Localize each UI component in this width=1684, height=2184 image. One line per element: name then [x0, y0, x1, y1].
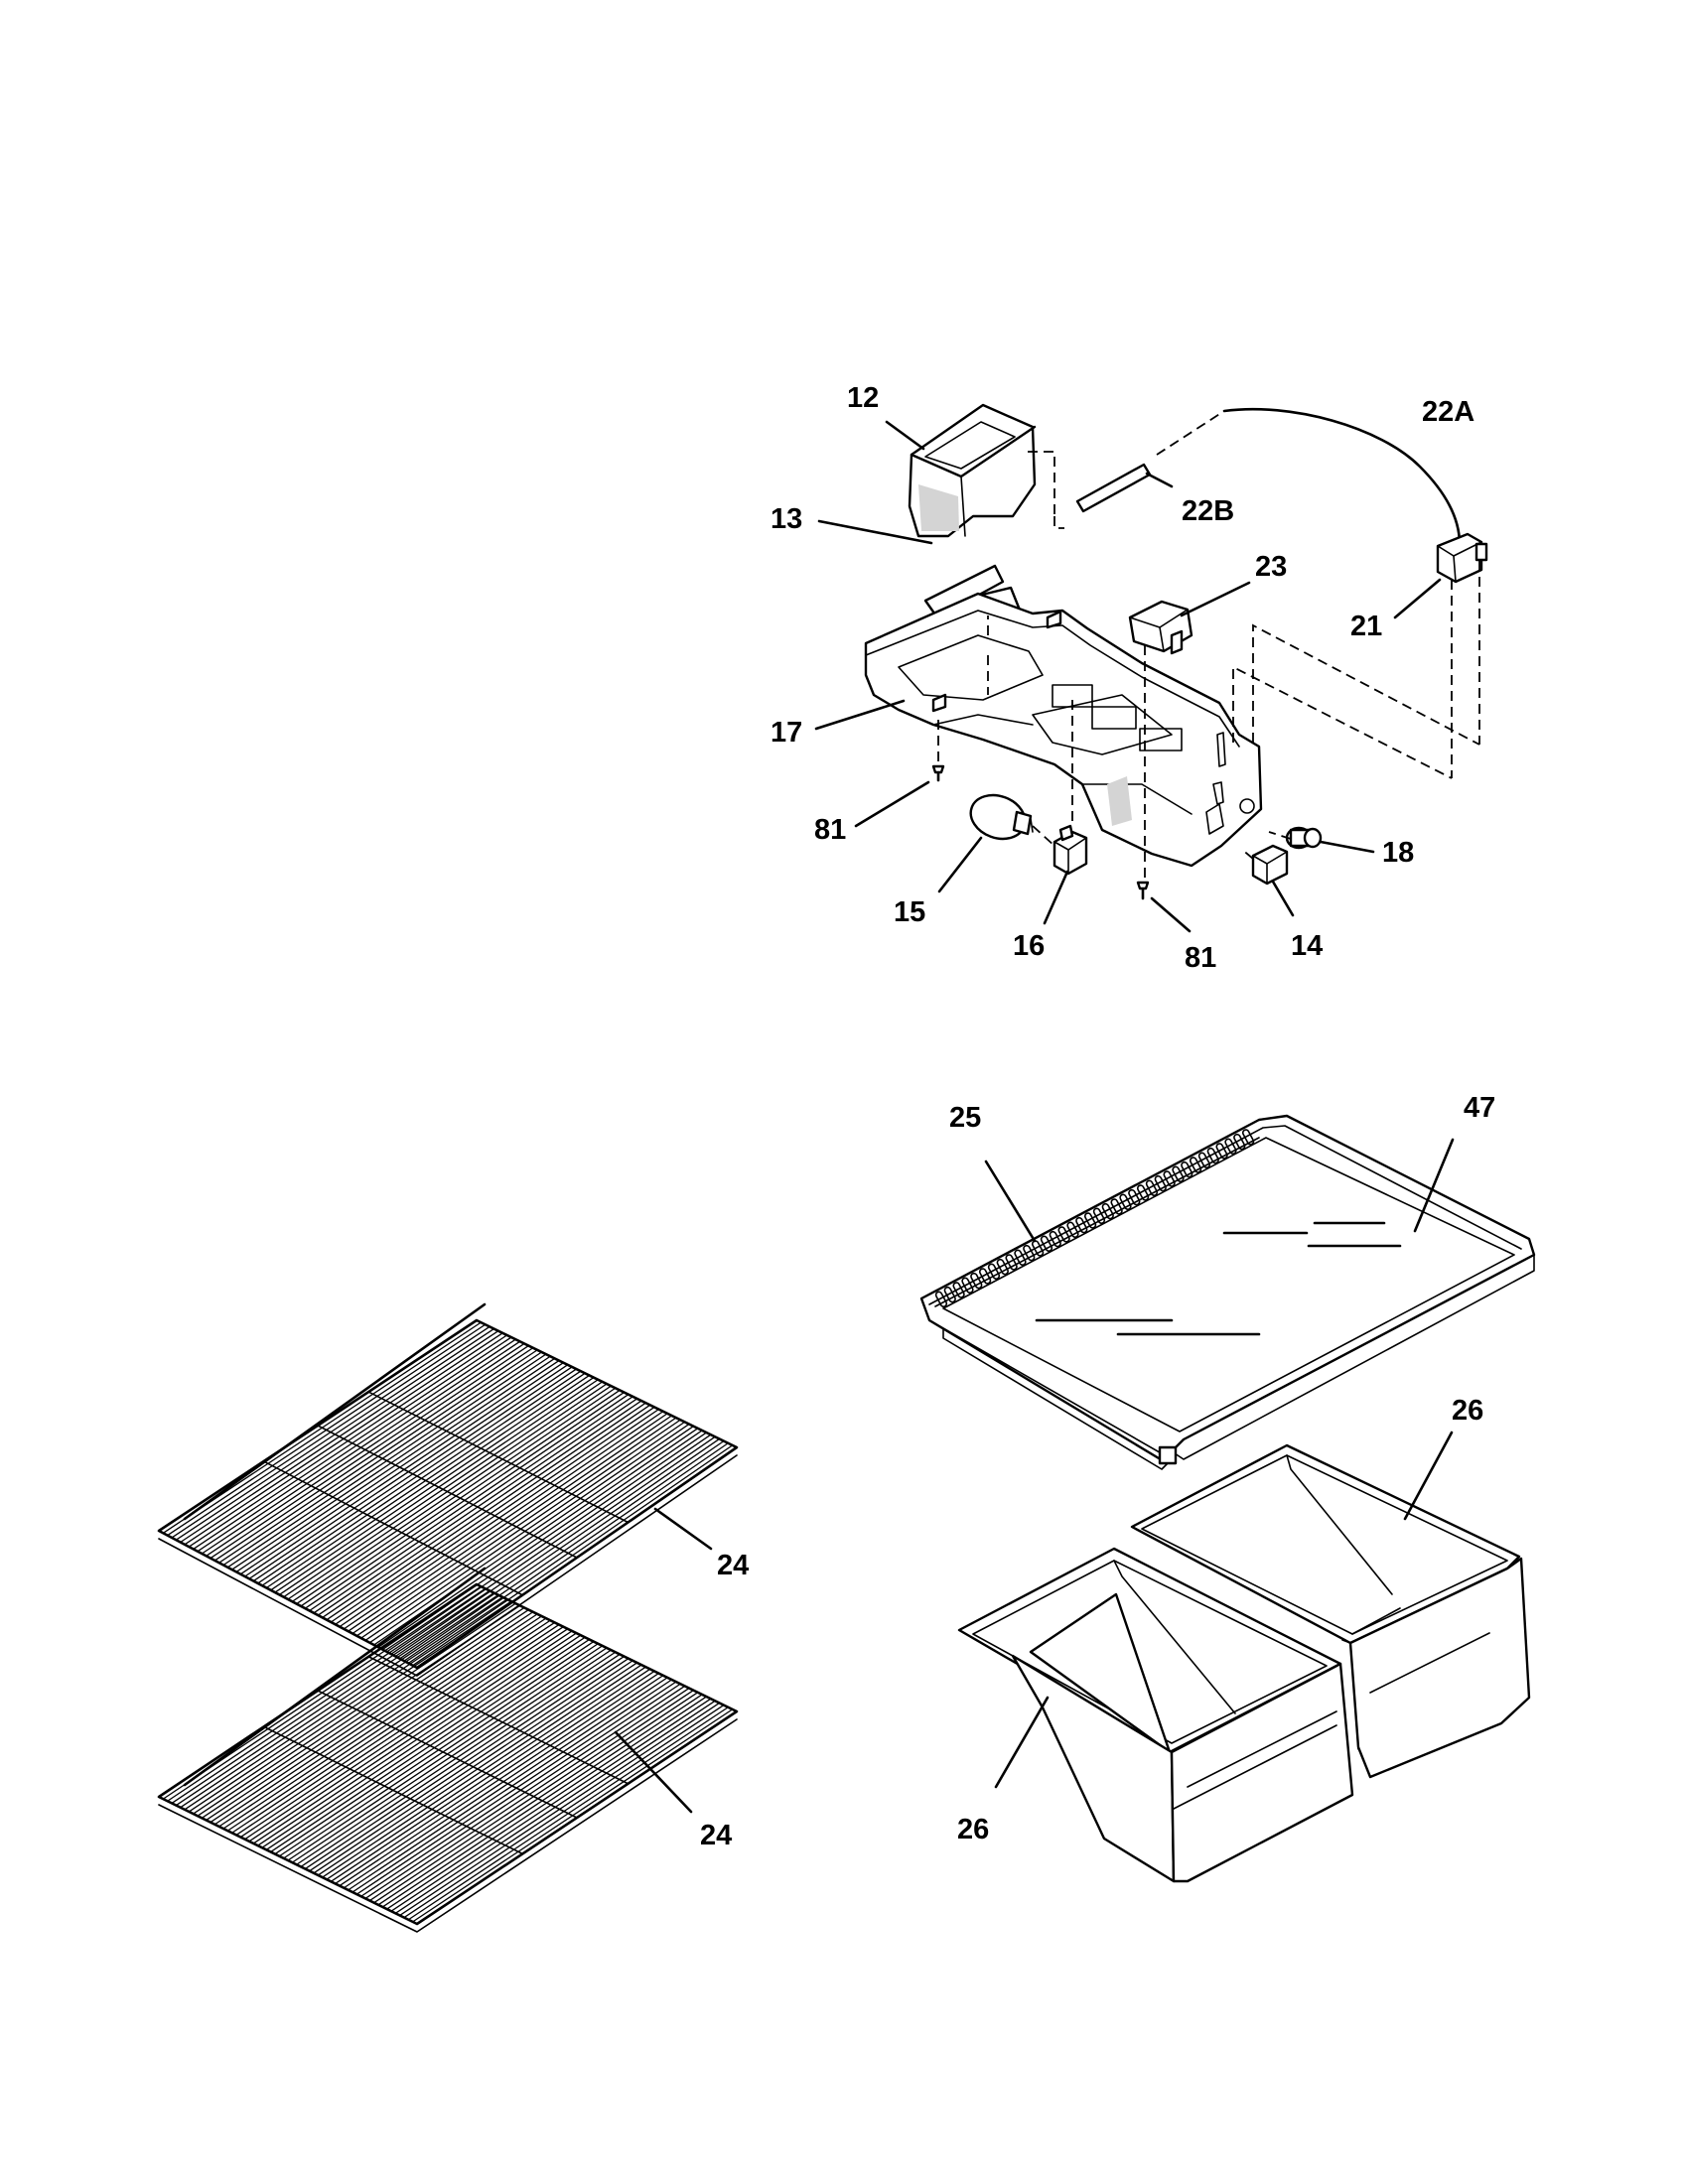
vent-slot [1057, 1226, 1070, 1243]
vent-slot [1119, 1193, 1132, 1210]
vent-slot [1023, 1244, 1036, 1262]
vent-slot [952, 1282, 965, 1298]
control-housing-assembly [864, 403, 1488, 900]
shelf-cross-support [367, 1391, 630, 1524]
part-26-pan-front [957, 1547, 1354, 1883]
shelf-front-edge [158, 1718, 738, 1933]
vent-slot [1014, 1249, 1027, 1266]
vent-slot [1215, 1143, 1228, 1160]
vent-slot [1154, 1174, 1167, 1192]
part-21-thermostat [1436, 532, 1488, 584]
part-14-switch [1251, 844, 1289, 886]
shelf-front-edge [158, 1454, 738, 1677]
part-17-housing [864, 592, 1263, 868]
part-25-cover-frame [919, 1114, 1536, 1470]
vent-slot [1083, 1212, 1097, 1229]
label-16: 16 [1013, 930, 1045, 962]
part-25-vent-slots [934, 1129, 1255, 1307]
part-81-screw-right [1136, 881, 1150, 900]
label-47: 47 [1464, 1092, 1495, 1124]
wire-shelves [157, 1302, 739, 1933]
vent-slot [1110, 1198, 1123, 1215]
vent-slot [1189, 1157, 1202, 1173]
label-13: 13 [771, 503, 802, 535]
label-81-right: 81 [1185, 942, 1216, 974]
part-23-timer [1128, 600, 1193, 655]
vent-slot [1136, 1184, 1150, 1201]
vent-slot [970, 1272, 983, 1290]
label-81-left: 81 [814, 814, 846, 846]
vent-slot [996, 1258, 1009, 1276]
part-12-diffuser [908, 403, 1037, 538]
vent-slot [1101, 1202, 1114, 1220]
label-14: 14 [1291, 930, 1323, 962]
label-22b: 22B [1182, 495, 1234, 527]
part-47-glass-insert [1035, 1221, 1402, 1336]
vent-slot [1224, 1138, 1237, 1155]
part-24-shelf-upper [157, 1302, 739, 1677]
part-16-socket [1052, 824, 1088, 876]
vent-slot [1128, 1188, 1141, 1206]
vent-slot [1040, 1235, 1053, 1252]
label-26-right: 26 [1452, 1395, 1483, 1427]
label-17: 17 [771, 717, 802, 749]
shelf-rear-rail [183, 1302, 487, 1521]
vent-slot [1197, 1152, 1211, 1168]
label-15: 15 [894, 896, 925, 928]
label-12: 12 [847, 382, 879, 414]
label-24-lower: 24 [700, 1820, 732, 1851]
callout-labels: 12 13 22A 22B 23 21 17 81 15 16 81 14 18… [700, 382, 1495, 1851]
label-18: 18 [1382, 837, 1414, 869]
part-22a-capillary [1222, 407, 1462, 546]
label-22a: 22A [1422, 396, 1474, 428]
vent-slot [1241, 1129, 1255, 1146]
crisper-cover-assembly [919, 1114, 1536, 1883]
vent-slot [1181, 1160, 1193, 1178]
part-15-bulb [969, 793, 1034, 841]
vent-slot [978, 1268, 992, 1285]
vent-slot [1005, 1254, 1018, 1271]
label-21: 21 [1350, 611, 1382, 642]
label-23: 23 [1255, 551, 1287, 583]
shelf-cross-support [317, 1690, 578, 1819]
vent-slot [1066, 1221, 1079, 1238]
vent-slot [934, 1291, 948, 1307]
part-81-screw-left [931, 764, 945, 782]
vent-slot [1075, 1216, 1088, 1234]
vent-slot [987, 1263, 1001, 1280]
part-26-pan-back [1130, 1443, 1531, 1779]
shelf-cross-support [367, 1655, 630, 1785]
vent-slot [1163, 1170, 1176, 1187]
vent-slot [1172, 1165, 1185, 1182]
part-18-knob [1285, 826, 1323, 850]
vent-slot [943, 1286, 956, 1303]
part-24-shelf-lower [157, 1567, 739, 1933]
shelf-cross-support [317, 1425, 578, 1559]
label-24-upper: 24 [717, 1550, 749, 1581]
leader-lines [614, 420, 1455, 1814]
vent-slot [1206, 1147, 1219, 1164]
label-26-left: 26 [957, 1814, 989, 1845]
part-22b-tube [1075, 463, 1152, 513]
label-25: 25 [949, 1102, 981, 1134]
vent-slot [961, 1277, 974, 1294]
vent-slot [1145, 1179, 1159, 1196]
shelf-rear-rail [183, 1567, 487, 1787]
vent-slot [1233, 1133, 1246, 1151]
vent-slot [1049, 1230, 1061, 1248]
shelf-cross-support [262, 1725, 524, 1855]
vent-slot [1092, 1207, 1106, 1224]
